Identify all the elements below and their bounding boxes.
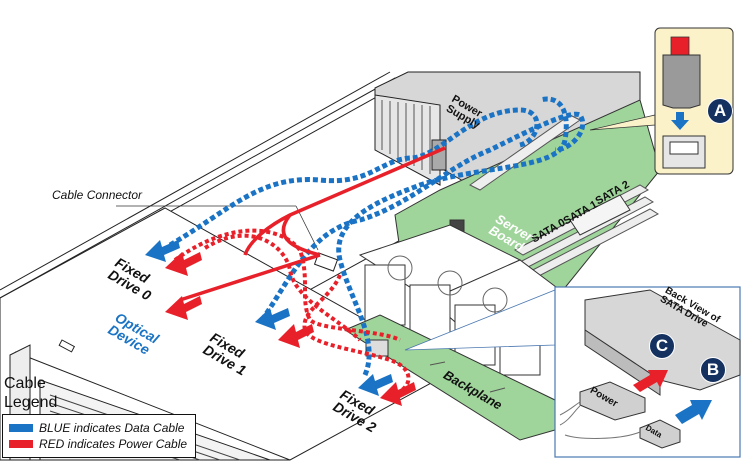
- inset-a-panel: [589, 27, 734, 175]
- legend-title: Cable Legend: [4, 375, 58, 411]
- power-supply: [374, 71, 641, 186]
- inset-bc-panel: [404, 286, 741, 458]
- arrow-red-drive0: [165, 252, 202, 276]
- arrow-blue-drive2: [358, 374, 393, 396]
- legend-label-power: RED indicates Power Cable: [39, 437, 188, 451]
- data-plug: [639, 419, 681, 449]
- legend-item-data: BLUE indicates Data Cable: [9, 421, 184, 435]
- arrow-red-optical: [165, 296, 202, 320]
- arrow-red-drive1: [278, 324, 314, 348]
- arrow-blue-insert: [671, 112, 689, 130]
- legend-swatch-blue: [9, 424, 33, 432]
- arrow-red-power: [633, 370, 668, 392]
- cable-legend: BLUE indicates Data Cable RED indicates …: [2, 414, 196, 458]
- power-cables: [173, 146, 446, 397]
- legend-item-power: RED indicates Power Cable: [9, 437, 187, 451]
- arrow-blue-drive0: [145, 240, 180, 262]
- data-cables: [168, 96, 585, 376]
- arrow-blue-drive1: [255, 308, 290, 330]
- badge-a: A: [707, 98, 733, 124]
- legend-label-data: BLUE indicates Data Cable: [39, 421, 185, 435]
- legend-swatch-red: [9, 440, 33, 448]
- badge-c: C: [649, 333, 675, 359]
- power-plug: [579, 381, 646, 421]
- cable-connector-box: [313, 252, 339, 272]
- cable-arrows: [145, 240, 416, 406]
- arrow-blue-data: [675, 400, 712, 424]
- label-cable-connector: Cable Connector: [52, 188, 143, 202]
- arrow-red-drive2: [380, 382, 416, 406]
- badge-b: B: [700, 357, 726, 383]
